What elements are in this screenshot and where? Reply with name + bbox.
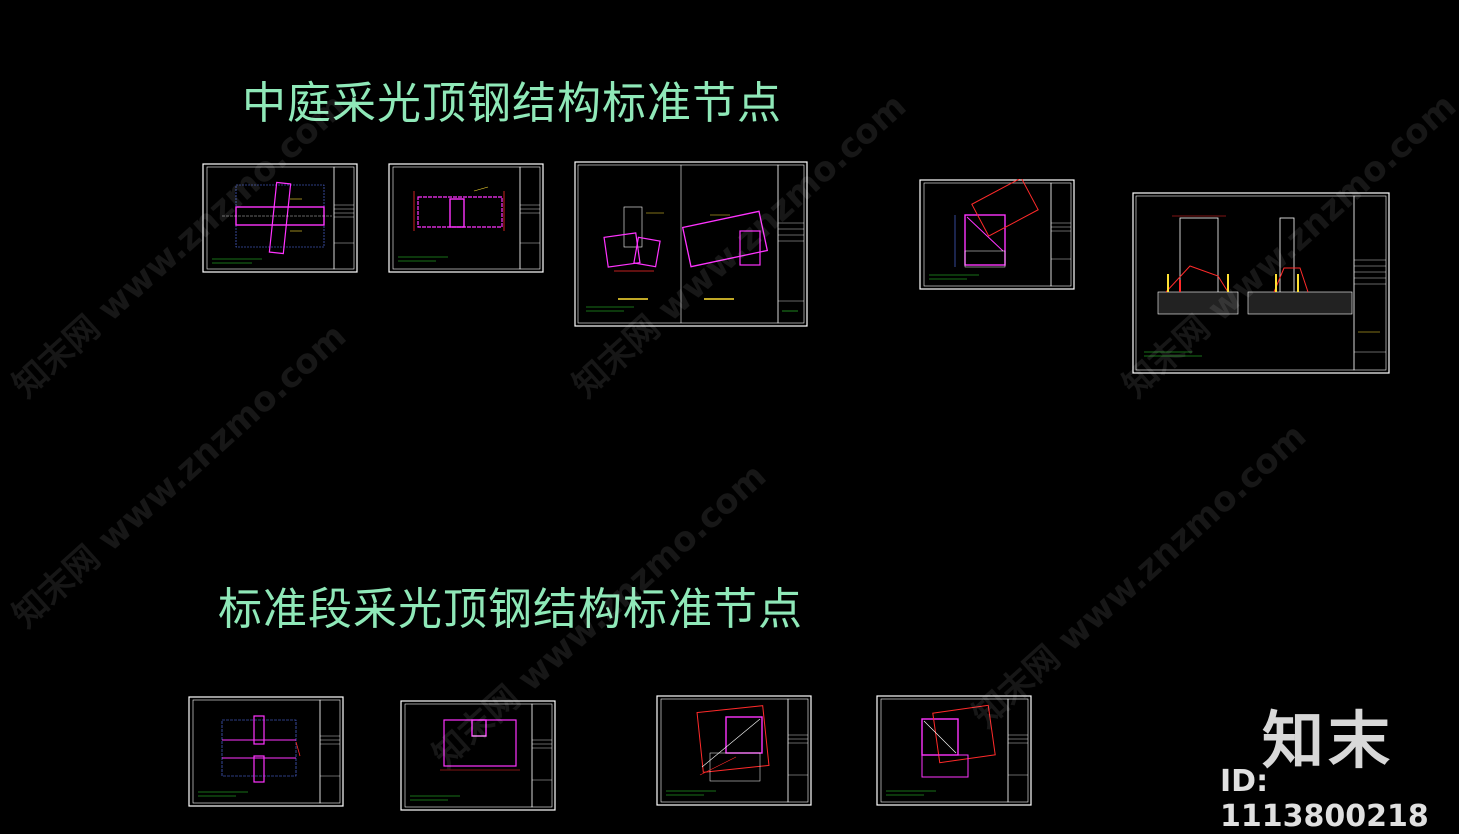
standard-section-title: 标准段采光顶钢结构标准节点: [218, 584, 803, 635]
atrium-section-title: 中庭采光顶钢结构标准节点: [242, 78, 782, 129]
drawing-sheet-atrium-1[interactable]: [202, 163, 358, 273]
drawing-sheet-atrium-4[interactable]: [919, 179, 1075, 290]
brand-logo: 知末: [1262, 704, 1395, 777]
drawing-sheet-standard-1[interactable]: [188, 696, 344, 807]
drawing-sheet-atrium-5[interactable]: [1132, 192, 1390, 374]
drawing-sheet-atrium-3[interactable]: [574, 161, 808, 327]
drawing-sheet-standard-3[interactable]: [656, 695, 812, 806]
watermark-text: 知末网 www.znzmo.com: [965, 416, 1315, 736]
drawing-sheet-standard-4[interactable]: [876, 695, 1032, 806]
drawing-sheet-atrium-2[interactable]: [388, 163, 544, 273]
drawing-sheet-standard-2[interactable]: [400, 700, 556, 811]
resource-id-label: ID: 1113800218: [1220, 764, 1429, 834]
